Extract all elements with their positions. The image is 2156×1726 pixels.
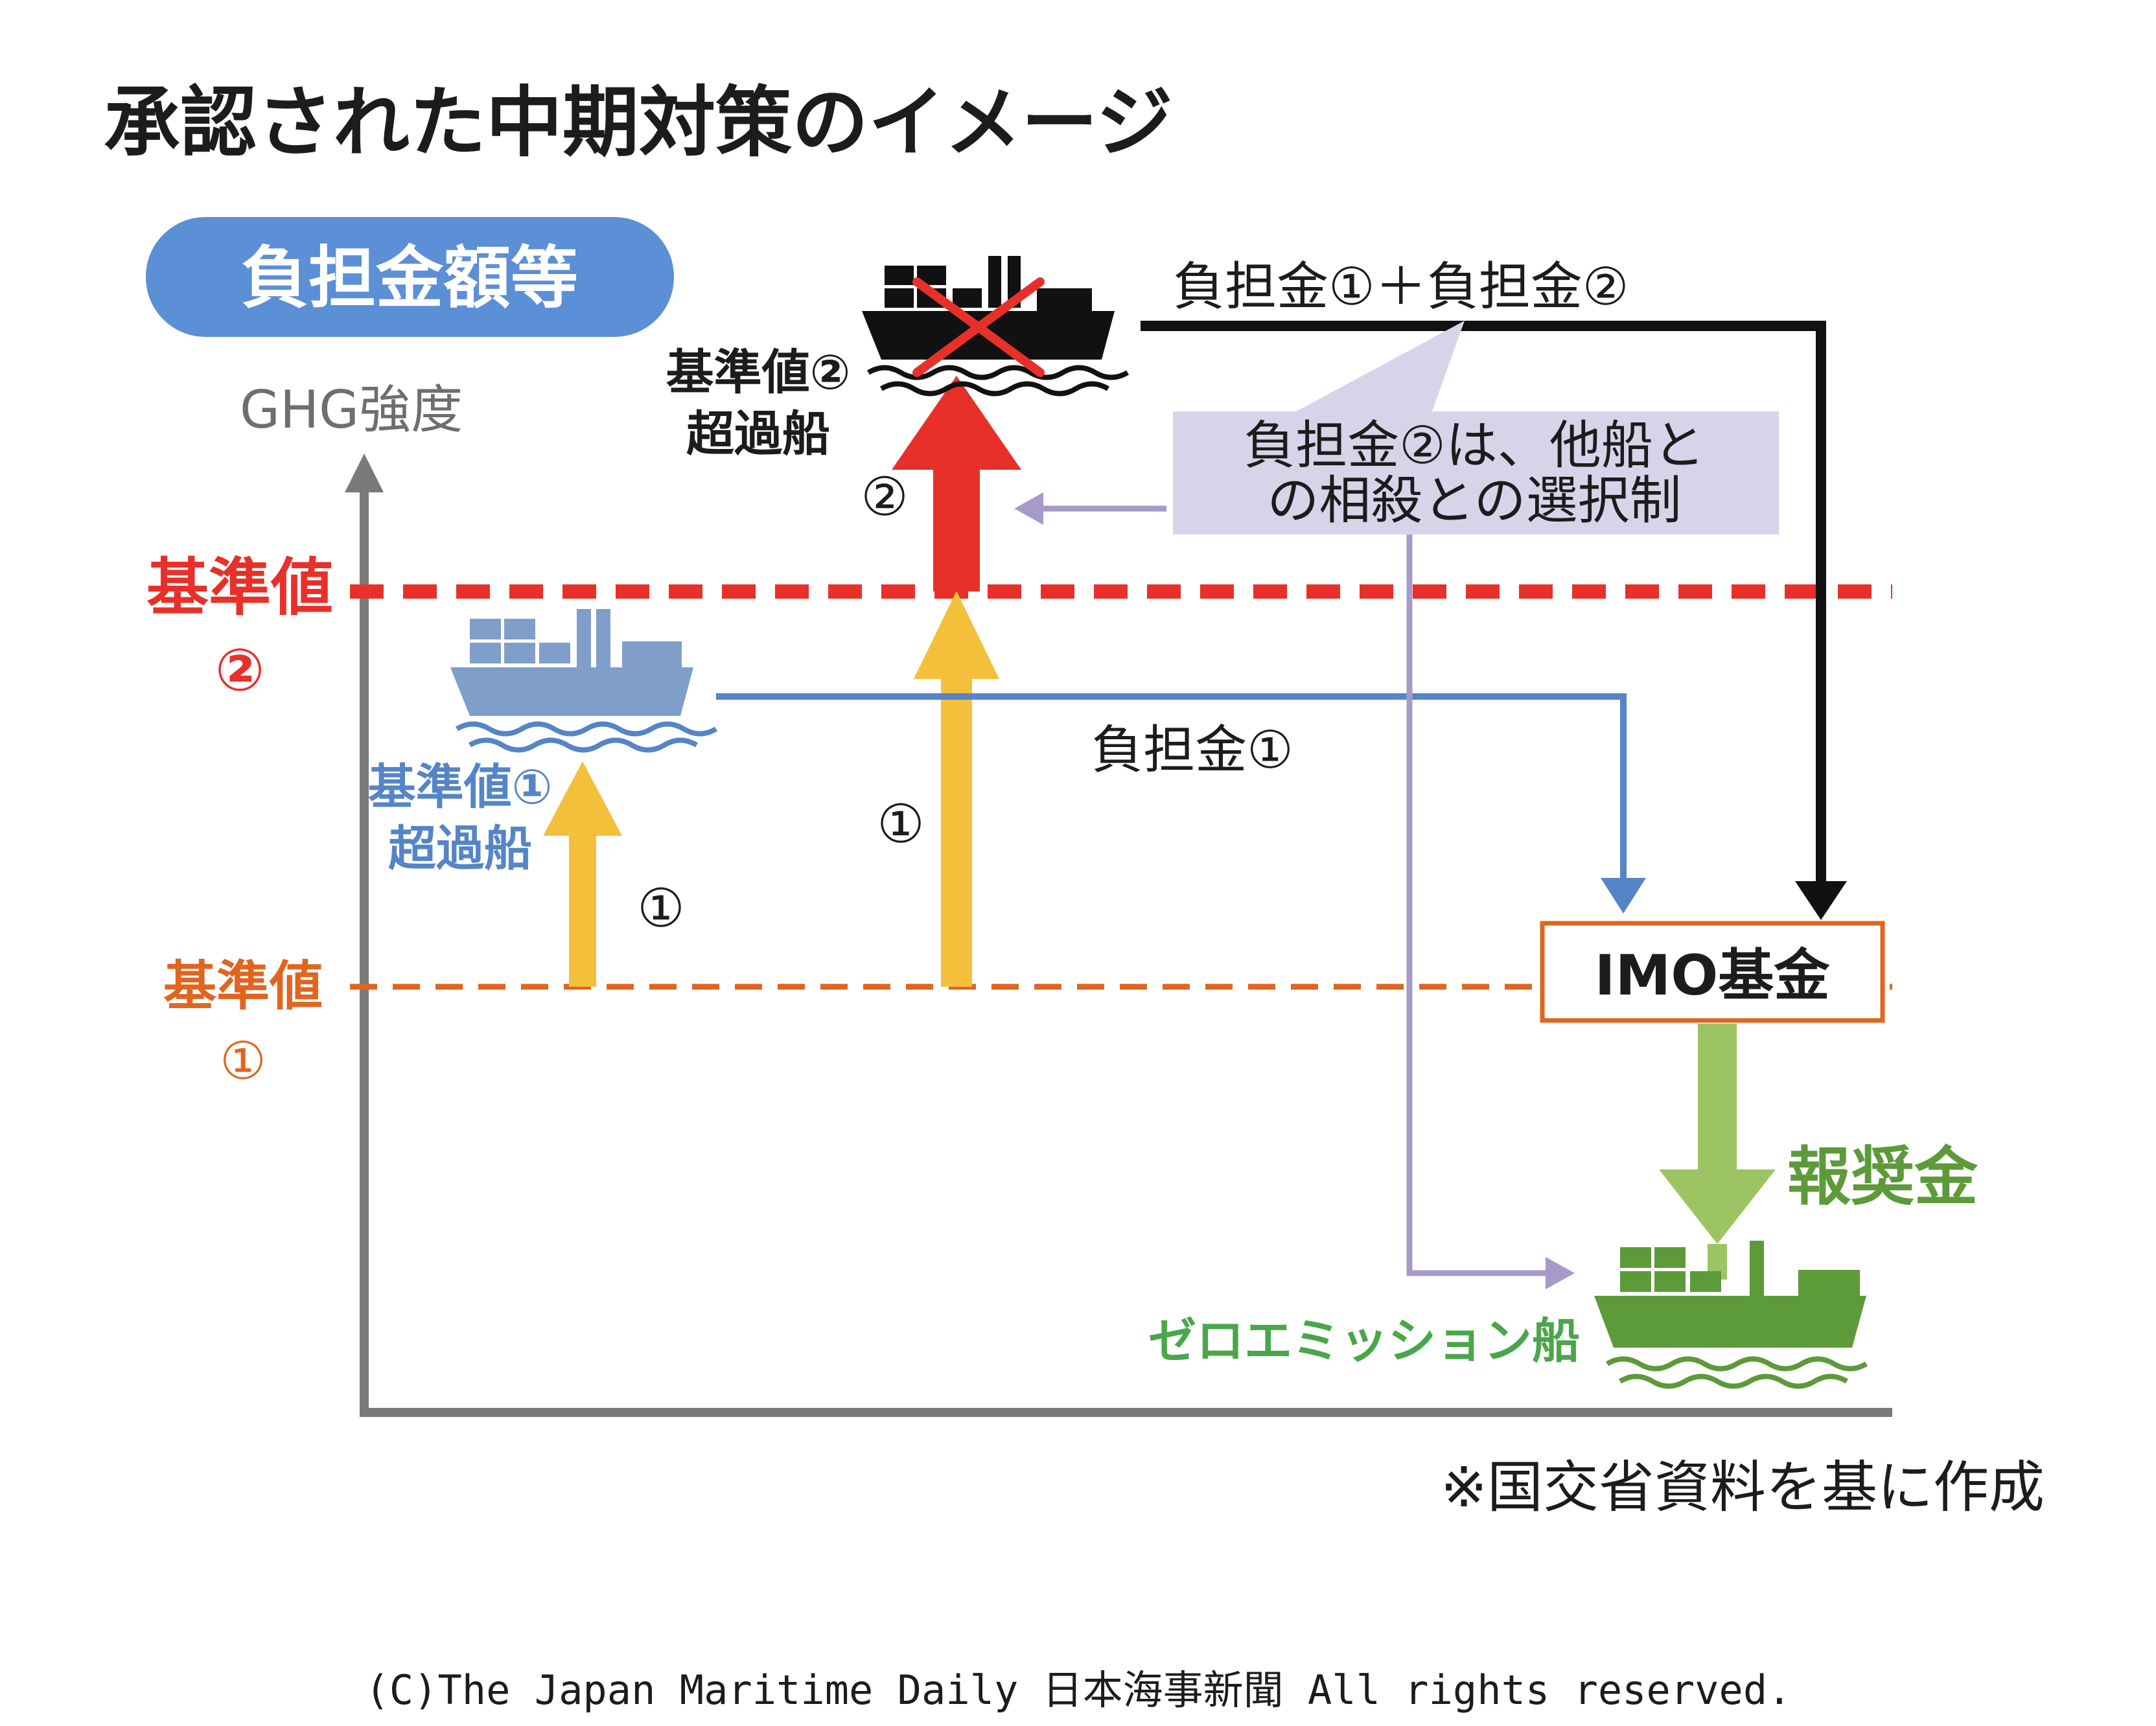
flow-top: 負担金①＋負担金② bbox=[1141, 257, 1847, 920]
ship-mid-label-line1: 基準値① bbox=[368, 759, 553, 815]
flow-mid: 負担金① bbox=[716, 693, 1646, 914]
copyright: (C)The Japan Maritime Daily 日本海事新聞 All r… bbox=[365, 1666, 1791, 1714]
ship-zero: ゼロエミッション船 bbox=[1148, 1241, 1868, 1389]
flow-top-arrowhead bbox=[1795, 881, 1847, 920]
reward-label: 報奨金 bbox=[1787, 1140, 1978, 1214]
threshold-2: 基準値 ② bbox=[146, 551, 1892, 704]
callout-line1: 負担金②は、他船と bbox=[1244, 415, 1705, 476]
yellow-arrow-tall-label: ① bbox=[877, 794, 925, 855]
yellow-arrow-tall bbox=[914, 591, 999, 987]
imo-fund-box: IMO基金 bbox=[1540, 921, 1885, 1023]
threshold-2-label: 基準値 bbox=[146, 551, 333, 624]
page-title: 承認された中期対策のイメージ bbox=[104, 78, 1173, 167]
flow-mid-label: 負担金① bbox=[1091, 720, 1293, 780]
ship-zero-icon bbox=[1594, 1241, 1868, 1389]
callout-line2: の相殺との選択制 bbox=[1267, 470, 1681, 531]
source-note: ※国交省資料を基に作成 bbox=[1441, 1455, 2045, 1520]
yellow-arrow-short bbox=[543, 761, 622, 987]
ship-mid-icon bbox=[450, 609, 718, 753]
threshold-1-label: 基準値 bbox=[163, 956, 323, 1017]
red-arrow bbox=[892, 376, 1021, 592]
callout: 負担金②は、他船と の相殺との選択制 bbox=[1173, 321, 1779, 535]
purple-arrow-down bbox=[1406, 535, 1575, 1289]
yellow-arrow-short-label: ① bbox=[637, 878, 685, 939]
y-axis-arrowhead bbox=[345, 454, 384, 492]
ship-top-icon bbox=[862, 256, 1130, 397]
ship-mid: 基準値① 超過船 bbox=[368, 609, 718, 877]
threshold-2-number: ② bbox=[215, 636, 264, 704]
ship-top-label-line1: 基準値② bbox=[666, 345, 851, 400]
reward-arrow bbox=[1659, 1024, 1776, 1280]
y-axis-label: GHG強度 bbox=[240, 380, 463, 440]
axes bbox=[345, 454, 1892, 1417]
cross-icon bbox=[912, 277, 1045, 377]
ship-zero-label: ゼロエミッション船 bbox=[1148, 1313, 1580, 1369]
ship-top-label-line2: 超過船 bbox=[686, 406, 830, 462]
ship-top: 基準値② 超過船 bbox=[666, 256, 1130, 462]
threshold-1-number: ① bbox=[220, 1031, 266, 1091]
purple-arrow-left bbox=[1014, 492, 1166, 525]
amount-badge-label: 負担金額等 bbox=[241, 238, 578, 317]
ship-mid-label-line2: 超過船 bbox=[388, 821, 532, 877]
flow-mid-arrowhead bbox=[1601, 878, 1646, 914]
red-arrow-label: ② bbox=[861, 466, 909, 528]
amount-badge: 負担金額等 bbox=[146, 217, 674, 337]
flow-top-label: 負担金①＋負担金② bbox=[1173, 257, 1629, 317]
imo-fund-label: IMO基金 bbox=[1595, 943, 1831, 1008]
